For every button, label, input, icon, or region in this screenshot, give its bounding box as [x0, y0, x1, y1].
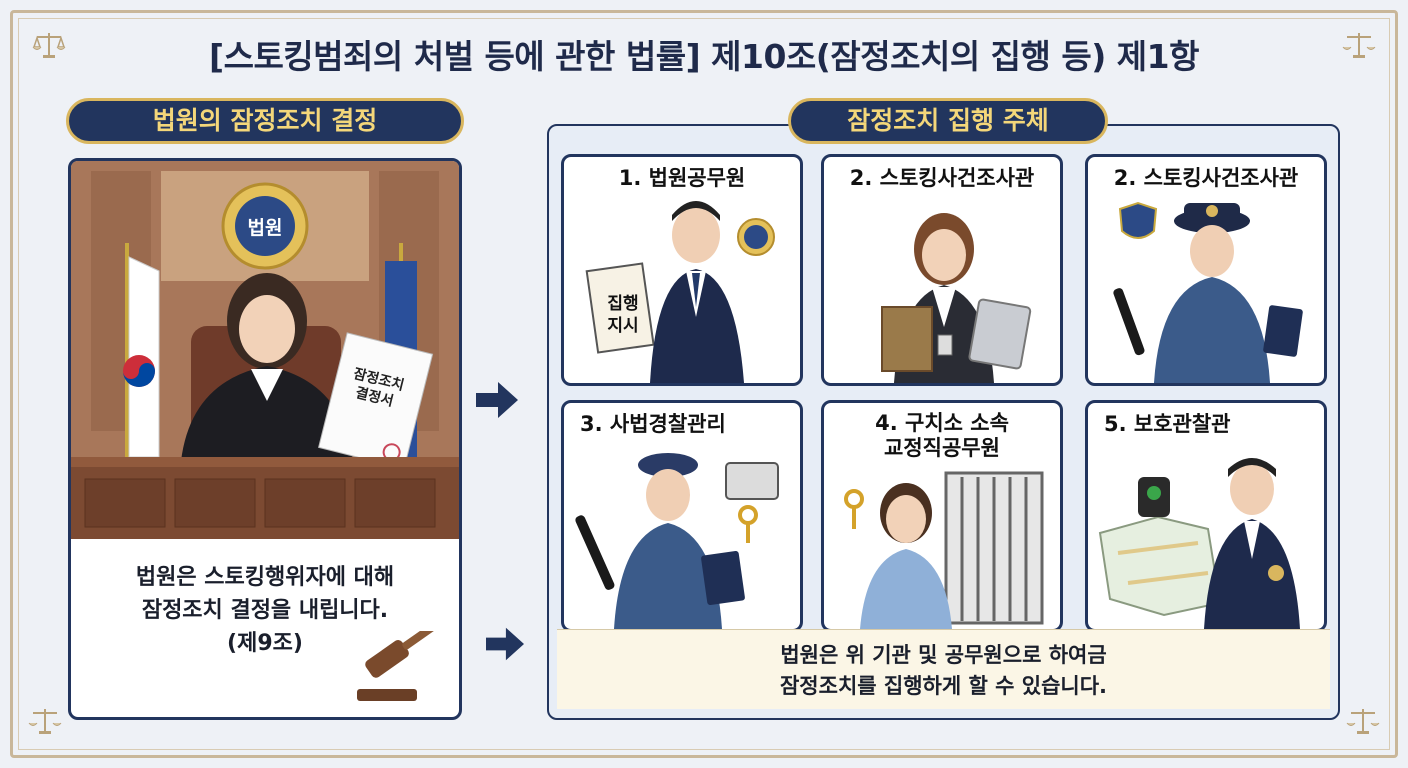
court-decision-line-1: 법원은 스토킹행위자에 대해 — [135, 565, 395, 590]
executors-note-line-1: 법원은 위 기관 및 공무원으로 하여금 — [780, 643, 1107, 667]
card-label: 2. 스토킹사건조사관 — [849, 166, 1035, 190]
police-badge-icon — [1118, 201, 1158, 239]
court-decision-line-3: (제9조) — [227, 631, 303, 656]
court-decision-text: 법원은 스토킹행위자에 대해 잠정조치 결정을 내립니다. (제9조) — [71, 561, 459, 660]
gavel-icon — [357, 631, 446, 701]
card-label: 1. 법원공무원 — [618, 166, 746, 190]
executor-card-investigator-a: 2. 스토킹사건조사관 — [821, 154, 1063, 386]
card-label-line-2: 교정직공무원 — [884, 436, 1000, 460]
court-emblem-label: 법원 — [248, 217, 283, 239]
executor-card-correctional-officer: 4. 구치소 소속 교정직공무원 — [821, 400, 1063, 632]
outer-frame — [10, 10, 1398, 758]
scale-icon — [32, 33, 66, 58]
investigator-illustration — [881, 213, 1032, 383]
judicial-police-illustration — [575, 453, 779, 629]
card-label: 2. 스토킹사건조사관 — [1113, 166, 1299, 190]
correctional-officer-illustration — [844, 471, 1044, 629]
police-officer-illustration — [1113, 201, 1303, 383]
scale-icon — [1342, 33, 1376, 58]
key-icon — [738, 505, 758, 543]
court-decision-line-2: 잠정조치 결정을 내립니다. — [141, 598, 389, 623]
executors-note: 법원은 위 기관 및 공무원으로 하여금 잠정조치를 집행하게 할 수 있습니다… — [557, 629, 1330, 709]
card-label-line-1: 4. 구치소 소속 — [875, 411, 1009, 435]
court-emblem-icon — [221, 182, 309, 270]
court-official-illustration — [585, 201, 775, 383]
card-label: 5. 보호관찰관 — [1104, 412, 1231, 436]
card-label: 4. 구치소 소속 교정직공무원 — [824, 411, 1060, 461]
page-title: [스토킹범죄의 처벌 등에 관한 법률] 제10조(잠정조치의 집행 등) 제1… — [209, 37, 1199, 76]
court-emblem-icon — [737, 218, 775, 256]
scale-icon — [1346, 709, 1380, 734]
section-heading-court-decision: 법원의 잠정조치 결정 — [66, 98, 464, 144]
card-label: 3. 사법경찰관리 — [580, 412, 726, 436]
scale-icon — [28, 709, 62, 734]
executor-card-judicial-police: 3. 사법경찰관리 — [561, 400, 803, 632]
arrow-right-icon — [476, 382, 518, 418]
executor-card-probation-officer: 5. 보호관찰관 — [1085, 400, 1327, 632]
probation-officer-illustration — [1098, 458, 1300, 629]
section-heading-executors: 잠정조치 집행 주체 — [788, 98, 1108, 144]
inner-frame — [18, 18, 1390, 750]
executors-note-line-2: 잠정조치를 집행하게 할 수 있습니다. — [779, 674, 1108, 698]
key-icon — [844, 489, 864, 529]
court-decision-panel: 법원 잠정조치결정서 법원은 스토킹행위자에 대해 잠정조치 결정을 내 — [68, 158, 462, 720]
executor-card-investigator-b: 2. 스토킹사건조사관 — [1085, 154, 1327, 386]
courtroom-illustration: 법원 잠정조치결정서 — [71, 161, 459, 539]
arrow-right-icon — [486, 627, 524, 661]
map-pin-icon — [1138, 477, 1170, 517]
